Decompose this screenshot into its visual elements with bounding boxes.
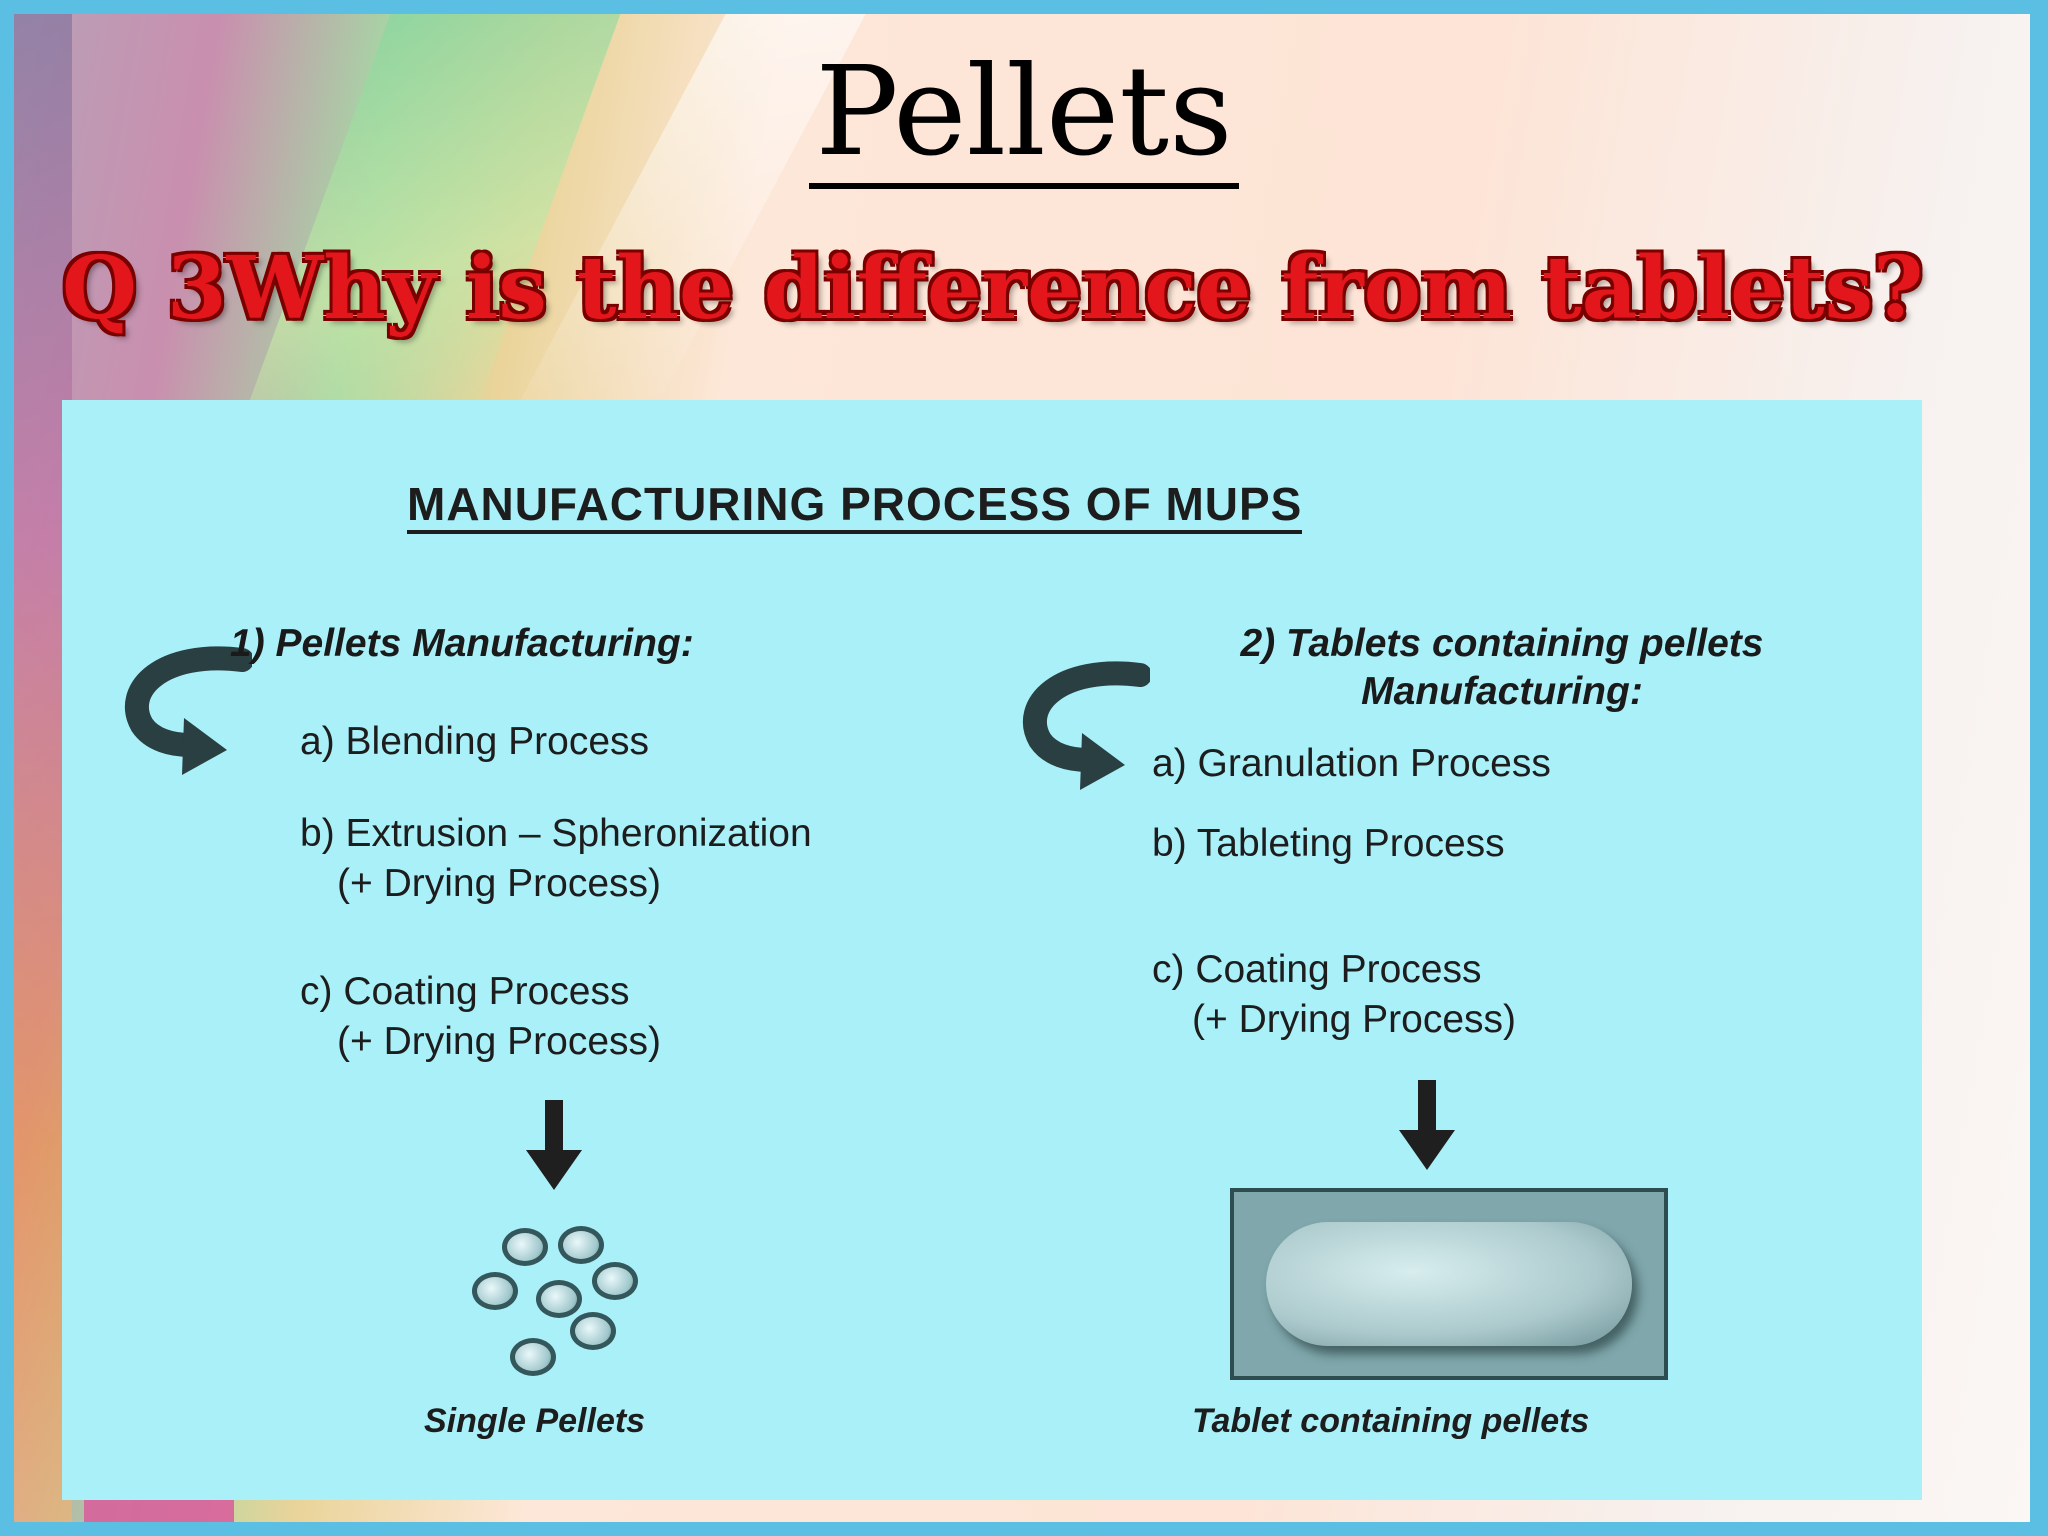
right-heading-line-1: 2) Tablets containing pellets (1240, 622, 1764, 665)
tablet-image (1230, 1188, 1668, 1380)
down-arrow-icon (1399, 1080, 1455, 1170)
slide-title: Pellets (0, 40, 2048, 189)
right-step-b: b) Tableting Process (1152, 822, 1505, 865)
right-heading-line-2: Manufacturing: (1361, 670, 1643, 713)
curved-arrow-icon (1023, 661, 1150, 790)
right-step-a: a) Granulation Process (1152, 742, 1551, 785)
left-column-heading: 1) Pellets Manufacturing: (230, 622, 694, 665)
left-caption: Single Pellets (424, 1402, 646, 1440)
right-caption: Tablet containing pellets (1192, 1402, 1590, 1440)
left-step-b: b) Extrusion – Spheronization (300, 812, 812, 855)
right-step-c-note: (+ Drying Process) (1192, 998, 1516, 1041)
left-step-c: c) Coating Process (300, 970, 630, 1013)
left-step-b-note: (+ Drying Process) (337, 862, 661, 905)
right-step-c: c) Coating Process (1152, 948, 1482, 991)
left-step-a: a) Blending Process (300, 720, 650, 763)
left-step-c-note: (+ Drying Process) (337, 1020, 661, 1063)
curved-arrow-icon (125, 646, 252, 775)
slide-question: Q 3Why is the difference from tablets? (62, 238, 1924, 339)
diagram-title: MANUFACTURING PROCESS OF MUPS (407, 478, 1303, 534)
diagram-panel: MANUFACTURING PROCESS OF MUPS 1) Pellets… (62, 400, 1922, 1500)
right-column-heading: 2) Tablets containing pellets Manufactur… (1122, 622, 1882, 714)
down-arrow-icon (526, 1100, 582, 1190)
tablet-shape (1266, 1222, 1632, 1346)
slide-title-text: Pellets (809, 41, 1239, 189)
